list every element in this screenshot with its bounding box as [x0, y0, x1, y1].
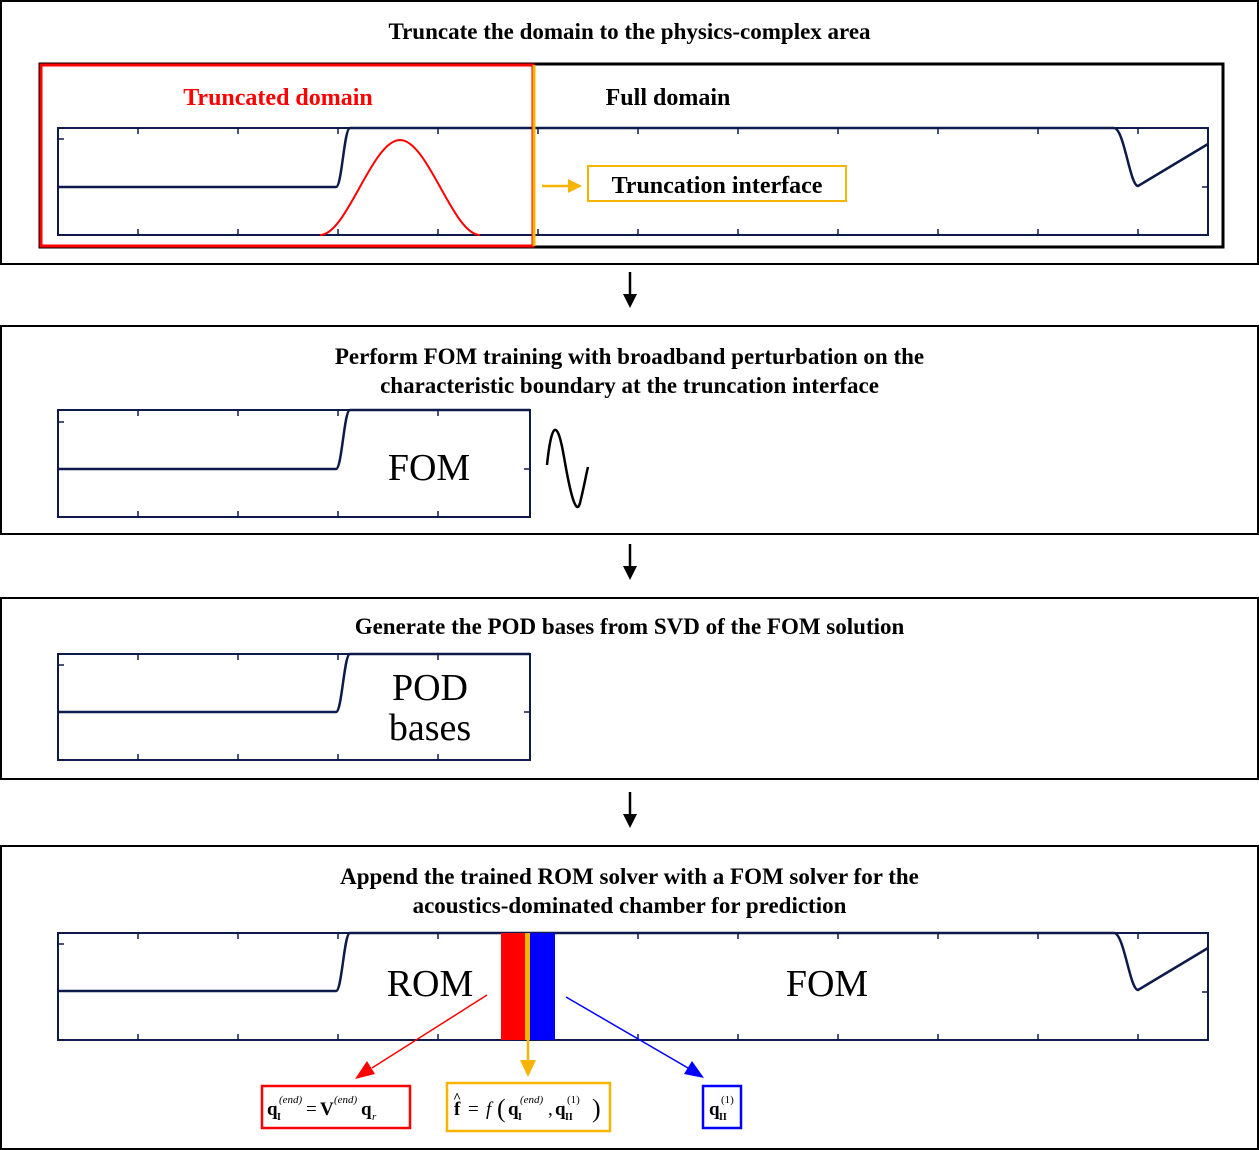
red-arrow-icon — [355, 1061, 375, 1079]
interface-label-box — [587, 165, 847, 202]
svg-text:(end): (end) — [520, 1094, 544, 1106]
down-arrow-icon — [623, 272, 637, 308]
svg-text:f: f — [486, 1099, 494, 1120]
svg-text:II: II — [565, 1112, 573, 1123]
svg-text:q: q — [508, 1099, 519, 1120]
truncation-interface-label: Truncation interface — [612, 173, 823, 199]
pod-axes — [57, 653, 531, 761]
svg-text:=: = — [306, 1099, 317, 1120]
svg-text:(end): (end) — [279, 1094, 303, 1106]
eq-right: q II (1) — [709, 1094, 734, 1123]
svg-text:q: q — [555, 1099, 566, 1120]
perturbation-wave-icon — [545, 428, 590, 509]
down-arrow-icon — [623, 792, 637, 828]
heat-release-curve — [319, 138, 481, 236]
eq-left-box — [260, 1084, 412, 1130]
step1-figure: Truncated domain Full domain Truncation … — [38, 62, 1225, 249]
step1-panel: Truncate the domain to the physics-compl… — [0, 0, 1259, 265]
fom-boundary-cell — [530, 933, 555, 1040]
svg-text:I: I — [277, 1112, 281, 1123]
svg-text:q: q — [709, 1099, 720, 1120]
svg-text:(1): (1) — [721, 1094, 734, 1106]
step2-title-line1: Perform FOM training with broadband pert… — [334, 344, 925, 369]
full-domain-label: Full domain — [606, 85, 731, 111]
svg-text:V: V — [320, 1099, 334, 1120]
interface-line — [525, 933, 530, 1040]
pod-label-line1: POD — [392, 667, 468, 709]
svg-text:(end): (end) — [334, 1094, 358, 1106]
pod-curve — [58, 652, 530, 714]
svg-text:=: = — [468, 1099, 479, 1120]
svg-text:II: II — [719, 1112, 727, 1123]
svg-text:q: q — [267, 1099, 278, 1120]
step2-title-line2: characteristic boundary at the truncatio… — [380, 373, 879, 398]
down-arrow-icon — [623, 544, 637, 580]
rom-boundary-cell — [501, 933, 525, 1040]
step4-figure: ROM FOM q I (end) = V (end) q r f ^ = f … — [57, 931, 1209, 1133]
eq-mid-box — [445, 1081, 612, 1133]
fom-label: FOM — [388, 447, 470, 489]
blue-arrow-icon — [684, 1061, 704, 1078]
step2-figure: FOM — [57, 408, 590, 518]
svg-text:): ) — [592, 1094, 601, 1123]
full-domain-curve — [58, 126, 1209, 189]
svg-text:,: , — [548, 1099, 553, 1120]
eq-right-box — [701, 1084, 743, 1130]
step3-panel: Generate the POD bases from SVD of the F… — [0, 597, 1259, 780]
step2-panel: Perform FOM training with broadband pert… — [0, 325, 1259, 535]
svg-text:r: r — [372, 1111, 377, 1123]
coupled-curve — [58, 931, 1209, 993]
interface-arrow-icon — [568, 179, 582, 193]
yellow-arrow-icon — [520, 1060, 536, 1077]
svg-text:I: I — [518, 1112, 522, 1123]
eq-left: q I (end) = V (end) q r — [267, 1094, 377, 1123]
step4-title-line1: Append the trained ROM solver with a FOM… — [340, 864, 919, 889]
step3-figure: POD bases — [57, 652, 531, 761]
truncated-domain-label: Truncated domain — [183, 85, 373, 111]
svg-text:(: ( — [497, 1094, 506, 1123]
coupled-axes — [57, 932, 1209, 1041]
svg-text:f: f — [454, 1099, 461, 1120]
step4-title-line2: acoustics-dominated chamber for predicti… — [412, 893, 847, 918]
rom-label: ROM — [387, 963, 474, 1005]
step4-panel: Append the trained ROM solver with a FOM… — [0, 845, 1259, 1150]
fom-curve — [58, 408, 530, 471]
step3-title: Generate the POD bases from SVD of the F… — [354, 614, 905, 639]
step1-title: Truncate the domain to the physics-compl… — [388, 19, 871, 44]
fom-label: FOM — [786, 963, 868, 1005]
svg-text:q: q — [361, 1099, 372, 1120]
eq-mid: f ^ = f ( q I (end) , q II (1) ) — [453, 1091, 601, 1123]
pod-label-line2: bases — [389, 707, 471, 749]
svg-text:^: ^ — [453, 1091, 461, 1106]
fom-axes — [57, 409, 531, 518]
svg-text:(1): (1) — [567, 1094, 580, 1106]
